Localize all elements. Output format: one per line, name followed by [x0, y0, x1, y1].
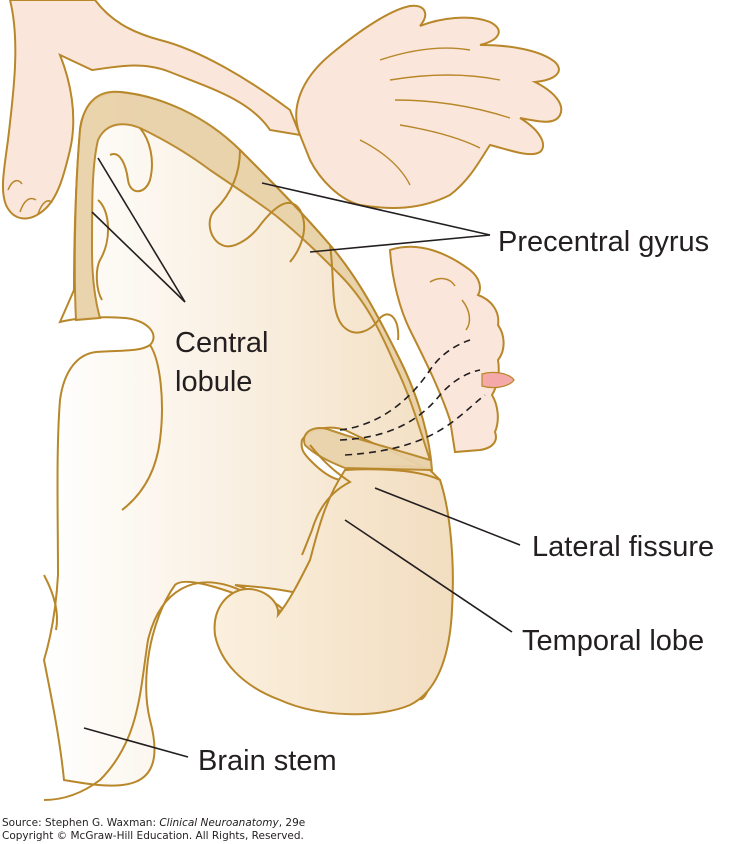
sulcus-4 — [95, 199, 110, 301]
source-book-title: Clinical Neuroanatomy — [159, 817, 279, 829]
central-sulcus — [208, 149, 306, 263]
hand-shape — [295, 4, 563, 209]
label-lateral-fissure: Lateral fissure — [532, 531, 714, 563]
label-temporal-lobe: Temporal lobe — [522, 625, 704, 657]
face-figure — [388, 245, 515, 454]
cerebral-cortex — [73, 90, 434, 472]
label-precentral-gyrus: Precentral gyrus — [498, 226, 709, 258]
label-central-lobule-line1: Central — [175, 327, 269, 359]
source-citation: Source: Stephen G. Waxman: Clinical Neur… — [2, 817, 305, 829]
temporal-lobe-shape — [213, 468, 454, 716]
foot-shape — [1, 0, 302, 220]
lateral-fissure-line — [301, 444, 352, 556]
tongue-shape — [481, 371, 515, 389]
source-prefix: Source: Stephen G. Waxman: — [2, 817, 160, 829]
brain-stem-shape — [43, 581, 241, 801]
copyright-notice: Copyright © McGraw-Hill Education. All R… — [2, 830, 304, 842]
leader-brain-stem — [83, 727, 189, 758]
leader-temporal-lobe — [344, 519, 513, 633]
leader-lateral-fissure — [374, 487, 521, 546]
sulcus-2 — [329, 244, 400, 341]
source-edition: , 29e — [278, 817, 306, 829]
label-central-lobule-line2: lobule — [175, 366, 252, 398]
leader-central-1 — [97, 157, 186, 303]
leader-central-2 — [91, 211, 186, 303]
foot-figure — [1, 0, 302, 220]
leader-precentral-2 — [309, 234, 491, 253]
sulcus-3 — [109, 127, 153, 193]
dashed-pathways — [339, 339, 486, 456]
leader-precentral-1 — [261, 182, 491, 236]
hand-figure — [295, 4, 563, 209]
leader-lines — [83, 157, 521, 758]
label-brain-stem: Brain stem — [198, 745, 337, 777]
